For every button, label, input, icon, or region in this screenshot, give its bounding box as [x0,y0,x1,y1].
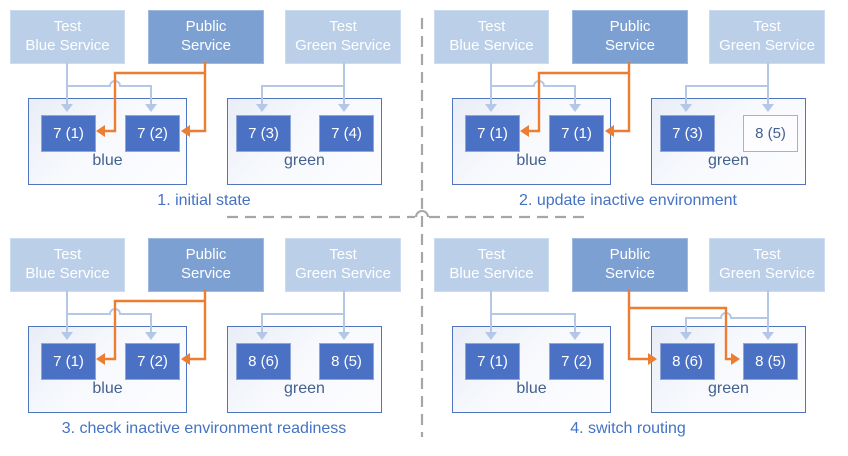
environment-label: blue [92,152,123,169]
test-blue-service-box: Test Blue Service [10,10,125,64]
pod-replica: 7 (2) [125,115,180,152]
pod-replica: 8 (6) [236,343,291,380]
service-label-line: Test [329,246,357,264]
service-label-line: Test [753,246,781,264]
service-label-line: Blue Service [25,265,110,282]
service-label-line: Test [53,18,82,36]
service-label-line: Green Service [719,37,815,54]
pod-replica: 8 (5) [743,115,798,152]
environment-label: blue [516,152,547,169]
pod-replica: 8 (5) [743,343,798,380]
environment-label: green [284,152,325,169]
green-environment-box: 7 (3) 7 (4) green [227,98,382,185]
service-label-line: Service [604,265,656,282]
test-green-service-box: Test Green Service [709,238,825,292]
public-service-box: Public Service [148,238,264,292]
green-environment-box: 7 (3) 8 (5) green [651,98,806,185]
service-label-line: Public [185,18,227,36]
environment-label: green [708,380,749,397]
environment-label: blue [92,380,123,397]
environment-label: blue [516,380,547,397]
panel-caption: 1. initial state [157,192,251,209]
blue-environment-box: 7 (1) 7 (2) blue [28,98,187,185]
public-service-box: Public Service [572,238,688,292]
pod-replica: 7 (2) [549,343,604,380]
service-label-line: Test [477,246,506,264]
service-label-line: Service [180,37,232,54]
pod-replica: 7 (1) [465,115,520,152]
service-label-line: Public [185,246,227,264]
pod-replica: 7 (1) [549,115,604,152]
panel-initial-state: Test Blue Service Public Service Test Gr… [0,0,424,228]
panel-caption: 4. switch routing [570,420,686,437]
pod-replica: 7 (3) [236,115,291,152]
service-label-line: Blue Service [449,265,534,282]
service-label-line: Public [609,18,651,36]
service-label-line: Green Service [295,37,391,54]
service-label-line: Public [609,246,651,264]
blue-environment-box: 7 (1) 7 (2) blue [28,326,187,413]
connector-line [614,62,631,133]
panel-check-inactive-environment-readiness: Test Blue Service Public Service Test Gr… [0,228,424,456]
pod-replica: 8 (6) [660,343,715,380]
environment-label: green [708,152,749,169]
blue-environment-box: 7 (1) 7 (2) blue [452,326,611,413]
panel-update-inactive-environment: Test Blue Service Public Service Test Gr… [424,0,848,228]
test-blue-service-box: Test Blue Service [434,238,549,292]
pod-replica: 7 (2) [125,343,180,380]
pod-replica: 7 (1) [41,343,96,380]
connector-line [190,62,207,133]
service-label-line: Service [180,265,232,282]
panel-caption: 3. check inactive environment readiness [61,420,347,437]
pod-replica: 7 (4) [319,115,374,152]
test-green-service-box: Test Green Service [709,10,825,64]
service-label-line: Test [753,18,781,36]
service-label-line: Blue Service [449,37,534,54]
blue-environment-box: 7 (1) 7 (1) blue [452,98,611,185]
service-label-line: Green Service [719,265,815,282]
pod-replica: 8 (5) [319,343,374,380]
green-environment-box: 8 (6) 8 (5) green [651,326,806,413]
pod-replica: 7 (1) [41,115,96,152]
connector-line [627,290,648,361]
service-label-line: Green Service [295,265,391,282]
test-blue-service-box: Test Blue Service [434,10,549,64]
connector-line [190,290,207,361]
service-label-line: Test [329,18,357,36]
service-label-line: Test [477,18,506,36]
service-label-line: Test [53,246,82,264]
pod-replica: 7 (3) [660,115,715,152]
environment-label: green [284,380,325,397]
panel-caption: 2. update inactive environment [519,192,737,209]
test-green-service-box: Test Green Service [285,10,401,64]
test-green-service-box: Test Green Service [285,238,401,292]
test-blue-service-box: Test Blue Service [10,238,125,292]
service-label-line: Service [604,37,656,54]
public-service-box: Public Service [148,10,264,64]
pod-replica: 7 (1) [465,343,520,380]
panel-switch-routing: Test Blue Service Public Service Test Gr… [424,228,848,456]
green-environment-box: 8 (6) 8 (5) green [227,326,382,413]
service-label-line: Blue Service [25,37,110,54]
public-service-box: Public Service [572,10,688,64]
